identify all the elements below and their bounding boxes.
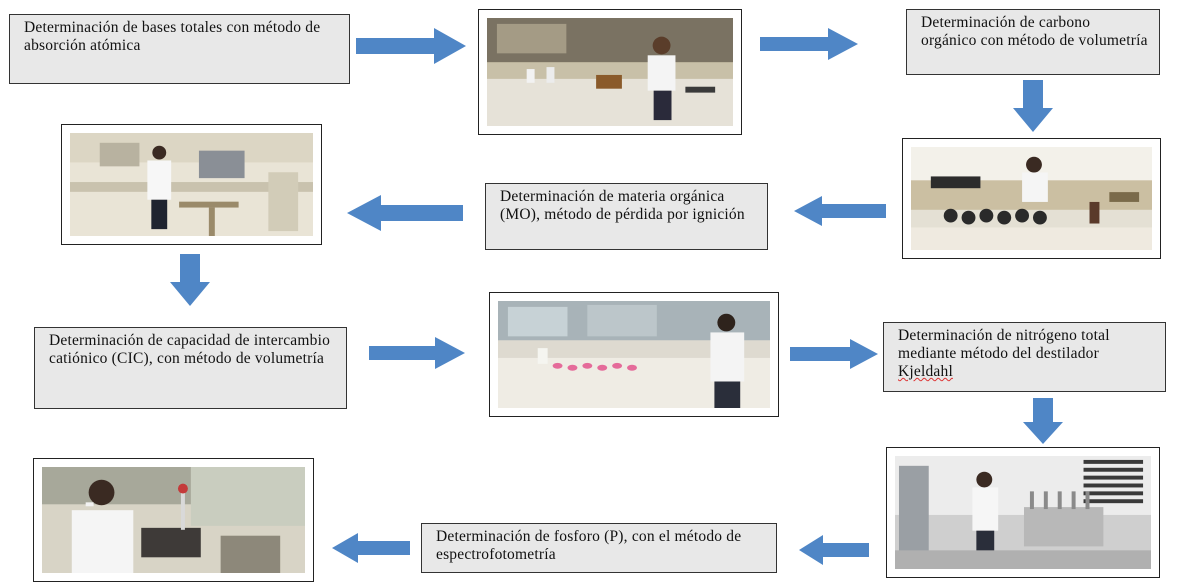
arrow-right-icon (760, 28, 858, 60)
photo-lab-3 (902, 138, 1161, 259)
arrow-down-icon (1013, 80, 1053, 132)
photo-lab-4 (489, 292, 779, 417)
step-cic-box: Determinación de capacidad de intercambi… (34, 327, 347, 409)
photo-lab-5 (33, 458, 314, 582)
arrow-left-icon (794, 196, 886, 226)
arrow-right-icon (369, 337, 465, 369)
arrow-left-icon (347, 195, 463, 231)
step-mo-box: Determinación de materia orgánica (MO), … (485, 183, 768, 250)
step-bases-box: Determinación de bases totales con métod… (9, 14, 350, 84)
step-bases-text: Determinación de bases totales con métod… (24, 19, 321, 54)
step-carbono-box: Determinación de carbono orgánico con mé… (906, 9, 1160, 75)
arrow-down-icon (170, 254, 210, 306)
step-fosforo-box: Determinación de fosforo (P), con el mét… (421, 523, 777, 573)
arrow-right-icon (790, 339, 878, 369)
photo-lab-2 (61, 124, 322, 245)
photo-lab-6 (886, 447, 1160, 578)
arrow-left-icon (332, 533, 410, 563)
arrow-left-icon (799, 535, 869, 565)
photo-lab-1 (478, 9, 742, 135)
step-nitrogeno-text: Determinación de nitrógeno total mediant… (898, 327, 1110, 362)
step-nitrogeno-kjeldahl: Kjeldahl (898, 363, 953, 380)
step-fosforo-text: Determinación de fosforo (P), con el mét… (436, 528, 742, 563)
step-cic-text: Determinación de capacidad de intercambi… (49, 332, 331, 367)
arrow-right-icon (356, 28, 466, 64)
arrow-down-icon (1023, 398, 1063, 444)
step-mo-text: Determinación de materia orgánica (MO), … (500, 188, 745, 223)
step-nitrogeno-box: Determinación de nitrógeno total mediant… (883, 322, 1166, 392)
step-carbono-text: Determinación de carbono orgánico con mé… (921, 14, 1148, 49)
